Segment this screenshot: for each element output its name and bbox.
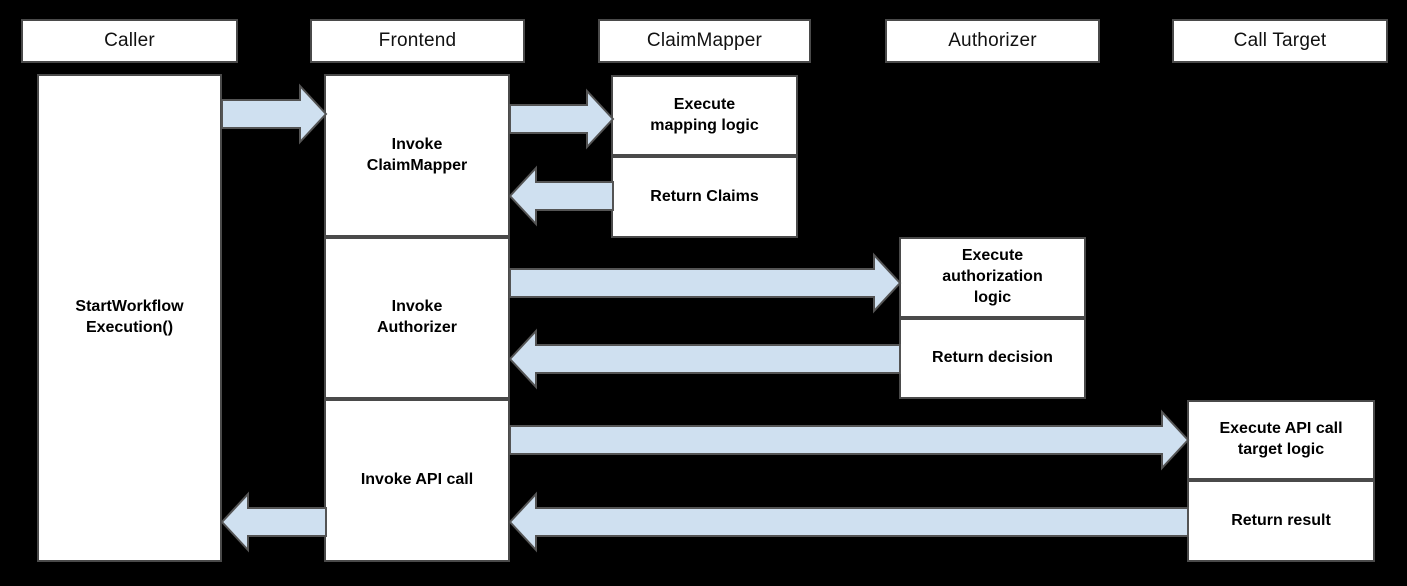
activation-caller-activation: StartWorkflow Execution() [37,74,222,562]
lifeline-header-calltarget: Call Target [1172,19,1388,63]
activation-claimmapper-execute-mapping-logic: Execute mapping logic [611,75,798,156]
activation-claimmapper-return-claims: Return Claims [611,156,798,238]
activation-authorizer-execute-authorization-logic: Execute authorization logic [899,237,1086,318]
activation-label: Execute mapping logic [650,95,759,134]
message-arrow-msg-caller-to-frontend [221,83,328,145]
message-arrow-msg-frontend-to-authorizer [509,252,902,314]
activation-frontend-invoke-authorizer: Invoke Authorizer [324,237,510,399]
activation-label: Invoke API call [360,471,474,489]
activation-label: Return result [1231,511,1331,529]
activation-frontend-invoke-claimmapper: Invoke ClaimMapper [324,74,510,237]
message-arrow-msg-frontend-to-calltarget [509,409,1190,471]
activation-frontend-invoke-api-call: Invoke API call [324,399,510,562]
activation-label: Return Claims [650,187,759,205]
lifeline-header-claimmapper: ClaimMapper [598,19,811,63]
activation-authorizer-return-decision: Return decision [899,318,1086,399]
activation-label: Invoke ClaimMapper [366,135,468,174]
activation-label: StartWorkflow Execution() [75,298,184,336]
activation-label: Invoke Authorizer [377,298,457,336]
activation-label: Execute authorization logic [942,247,1043,306]
message-arrow-msg-frontend-to-caller [220,491,327,553]
lifeline-header-frontend: Frontend [310,19,525,63]
activation-label: Return decision [932,349,1053,367]
activation-label: Execute API call target logic [1219,420,1343,458]
message-arrow-msg-calltarget-to-frontend [508,491,1189,553]
message-arrow-msg-claimmapper-to-frontend [508,165,614,227]
lifeline-header-authorizer: Authorizer [885,19,1100,63]
lifeline-header-caller: Caller [21,19,238,63]
activation-calltarget-execute-api-call-target-logic: Execute API call target logic [1187,400,1375,480]
message-arrow-msg-frontend-to-claimmapper [509,88,615,150]
activation-calltarget-return-result: Return result [1187,480,1375,562]
message-arrow-msg-authorizer-to-frontend [508,328,901,390]
